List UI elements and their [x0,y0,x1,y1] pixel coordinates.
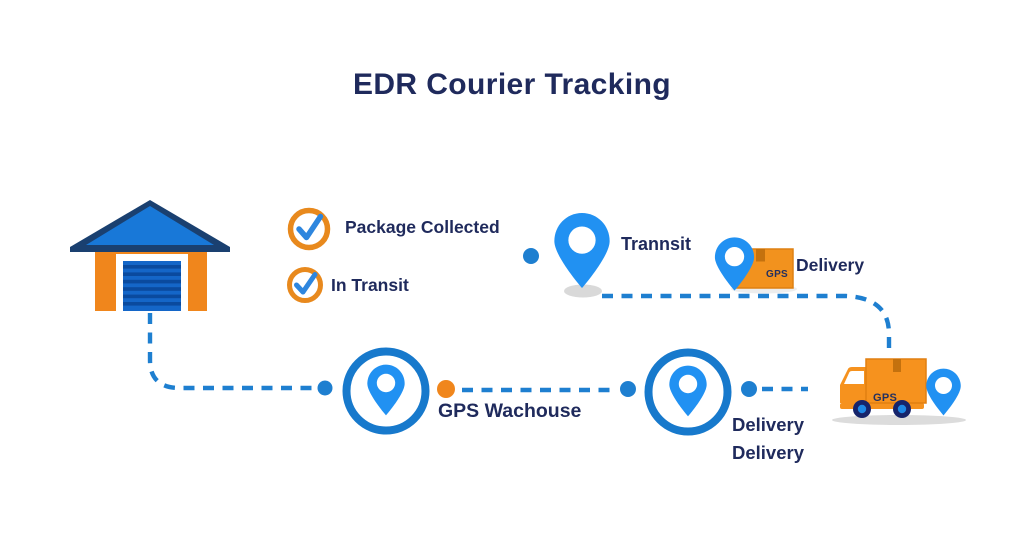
truck-shadow [832,415,966,425]
delivery-truck-icon [840,358,927,418]
package-collected-label: Package Collected [345,217,500,237]
route-dot-before-transit-pin [523,248,539,264]
truck-gps-label: GPS [873,392,898,404]
route-dot-before-delivery-stop [620,381,636,397]
gps-warehouse-stop-icon [342,347,430,435]
delivery-package-label: Delivery [796,255,865,275]
in-transit-label: In Transit [331,275,409,295]
package-tape [756,249,765,262]
route-warehouse-to-gps [147,313,316,391]
warehouse-icon [70,200,230,311]
final-delivery-stop-icon [644,348,732,436]
final-delivery-label-line1: Delivery [732,414,804,435]
transit-pin-shadow [564,284,602,298]
check-circle-package-collected-icon [287,207,331,251]
check-circle-in-transit-icon [287,267,323,303]
truck-cargo-tape [893,359,901,372]
warehouse-roof [86,206,214,245]
page-title: EDR Courier Tracking [352,68,672,101]
route-dot-before-gps-stop [317,380,333,396]
final-delivery-label: Delivery Delivery [732,411,804,467]
truck-window [844,371,864,384]
route-transit-to-delivery-truck [602,293,892,355]
transit-pin-icon [554,212,610,289]
transit-stop-label: Trannsit [621,234,692,254]
route-dot-after-delivery-stop [741,381,757,397]
route-dot-orange [437,380,455,398]
gps-warehouse-label: GPS Wachouse [438,400,582,422]
truck-pin-icon [926,368,961,416]
final-delivery-label-line2: Delivery [732,442,804,463]
package-gps-label: GPS [766,269,789,280]
